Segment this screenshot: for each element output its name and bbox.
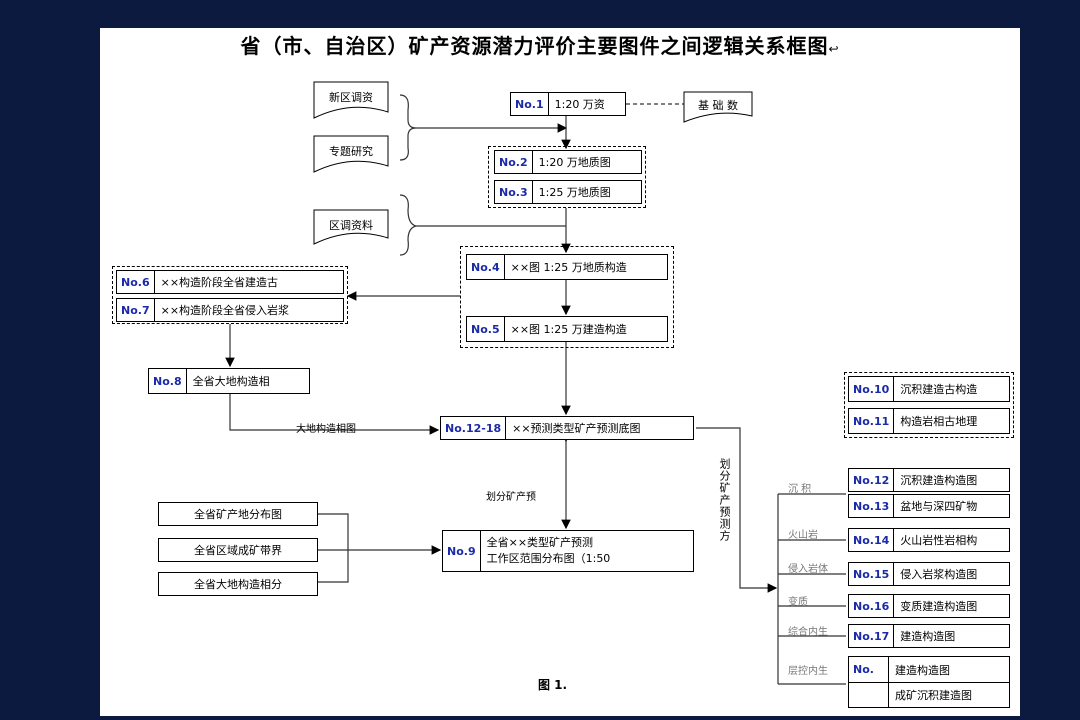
label-metamorphic: 变质	[788, 597, 808, 608]
doc-shape	[313, 81, 389, 119]
doc-new-survey: 新区调资	[329, 91, 373, 104]
group-6-7	[112, 266, 348, 324]
box-no7: No.7××构造阶段全省侵入岩浆	[116, 298, 344, 322]
doc-special-research: 专题研究	[329, 145, 373, 158]
page-title: 省（市、自治区）矿产资源潜力评价主要图件之间逻辑关系框图↩	[240, 34, 840, 58]
group-4-5	[460, 246, 674, 348]
figure-caption: 图 1.	[538, 678, 568, 692]
group-2-3	[488, 146, 646, 208]
box-no6: No.6××构造阶段全省建造古	[116, 270, 344, 294]
doc-basic-data: 基 础 数	[698, 99, 738, 112]
doc-survey-data: 区调资料	[329, 219, 373, 232]
label-tectonic: 大地构造相图	[296, 424, 356, 435]
box-no9: No.9 全省××类型矿产预测工作区范围分布图（1:50	[442, 530, 694, 572]
list-metallogenic-belt: 全省区域成矿带界	[158, 538, 318, 562]
box-no12-18: No.12-18××预测类型矿产预测底图	[440, 416, 694, 440]
label-divide-vertical: 划分矿产预测方	[718, 458, 731, 542]
list-mineral-map: 全省矿产地分布图	[158, 502, 318, 526]
label-sedimentary: 沉 积	[788, 484, 812, 495]
label-layer: 层控内生	[788, 666, 828, 677]
label-composite: 综合内生	[788, 627, 828, 638]
box-no18: No.建造构造图 成矿沉积建造图	[848, 656, 1010, 708]
group-10-11	[844, 372, 1014, 438]
label-volcanic: 火山岩	[788, 530, 818, 541]
box-no4: No.4××图 1:25 万地质构造	[466, 254, 668, 280]
label-divide: 划分矿产预	[486, 492, 536, 503]
list-tectonic-facies: 全省大地构造相分	[158, 572, 318, 596]
box-no5: No.5××图 1:25 万建造构造	[466, 316, 668, 342]
label-intrusive: 侵入岩体	[788, 564, 828, 575]
